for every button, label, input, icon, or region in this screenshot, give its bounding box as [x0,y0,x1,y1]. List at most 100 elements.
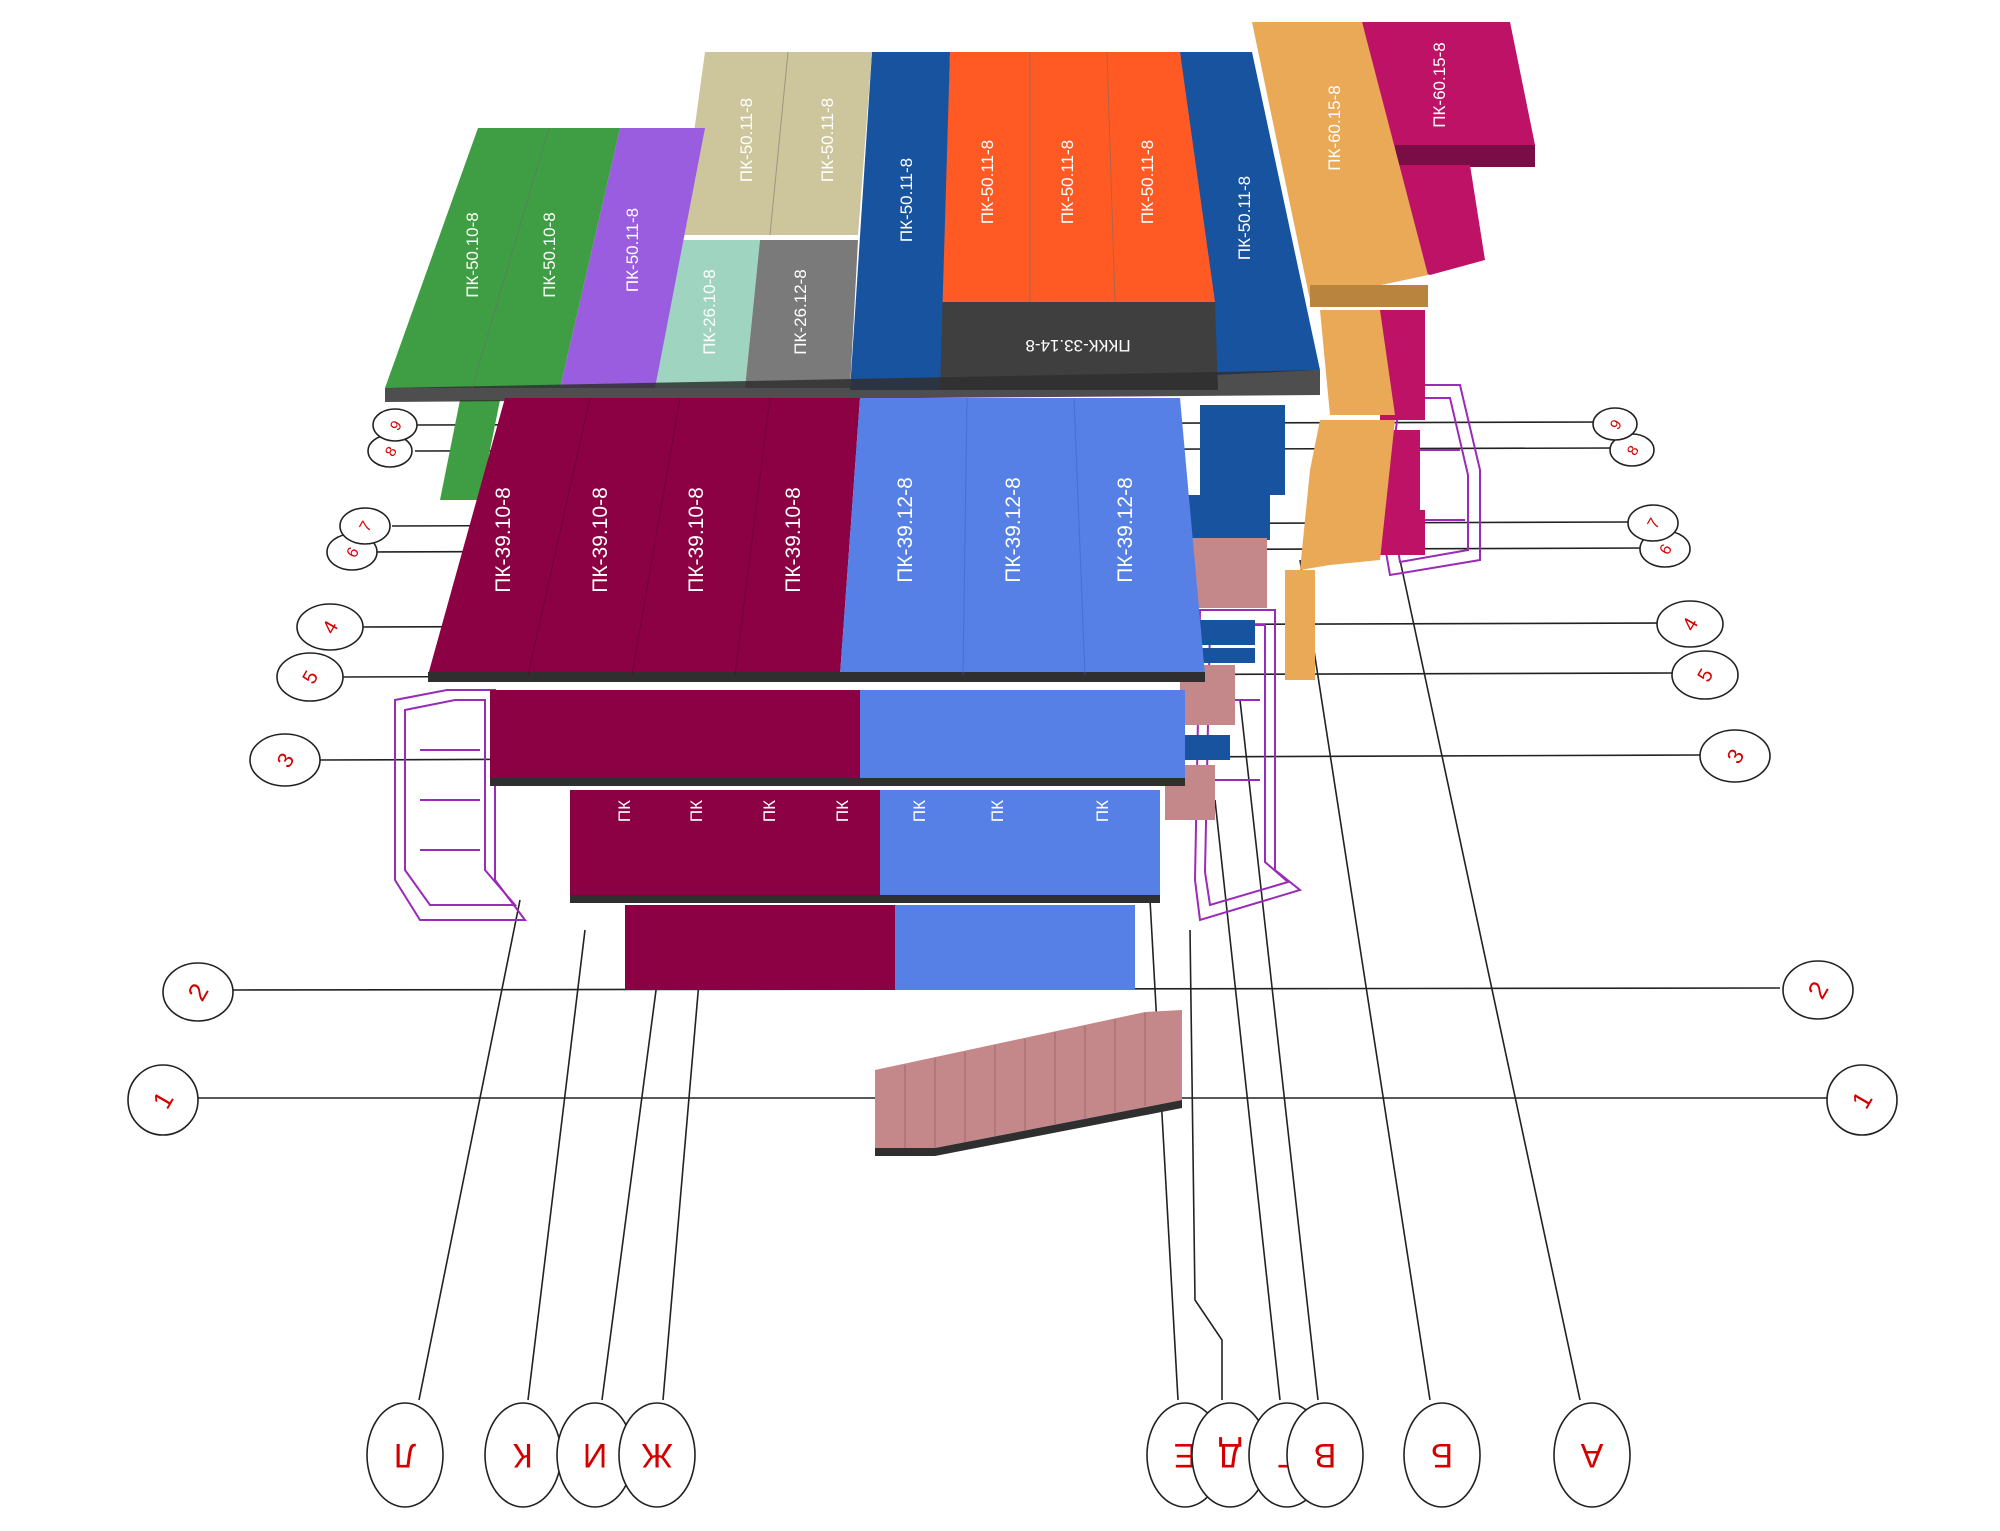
row-bubble-2-left: 2 [162,962,234,1022]
col-label-A: А [1580,1436,1603,1474]
col-axis-line-B [1299,559,1431,1401]
front-wine-slab [428,398,860,675]
level2-blue-slab [860,690,1185,782]
col-label-V: В [1314,1436,1337,1474]
front-slab-level: ПК-39.10-8 ПК-39.10-8 ПК-39.10-8 ПК-39.1… [428,397,1205,682]
col-bubble-B: Б [1403,1402,1481,1508]
sand-slab-lowest [1285,570,1315,680]
col-label-L: Л [394,1436,416,1474]
green-slab-label-2: ПК-50.10-8 [540,212,559,297]
row-bubble-8-left: 8 [367,434,413,468]
orange-slab-label-2: ПК-50.11-8 [1058,140,1077,224]
front-slab-edge [428,672,1205,682]
mint-slab [655,240,760,388]
level3-stub-label-6: ПК [988,800,1007,822]
front-wine-label-2: ПК-39.10-8 [589,487,612,593]
gray-slab-label: ПК-26.12-8 [791,269,810,354]
front-blue-label-1: ПК-39.12-8 [894,477,917,583]
khaki-slab-label-1: ПК-50.11-8 [737,98,756,182]
front-wine-label-3: ПК-39.10-8 [685,487,708,593]
navy-small-slab-1 [1200,405,1285,495]
stair-chunk-1 [1192,538,1267,608]
magenta-slab-label: ПК-60.15-8 [1430,42,1449,127]
top-slab-edge [385,370,1320,402]
col-bubble-V: В [1286,1402,1364,1508]
orange-slab [940,52,1215,302]
col-bubble-K: К [484,1402,562,1508]
level3-slab-edge [570,895,1160,903]
dark-slab-label: ПККК-33.14-8 [1025,336,1130,355]
level3-stub-label-2: ПК [687,800,706,822]
col-bubble-L: Л [366,1402,444,1508]
row-bubble-9-right: 9 [1592,407,1638,441]
navy-right-slab-label: ПК-50.11-8 [1235,176,1254,260]
green-slab-label-1: ПК-50.10-8 [463,212,482,297]
level3-stub-label-4: ПК [833,800,852,822]
front-wine-label-1: ПК-39.10-8 [492,487,515,593]
row-bubble-3-left: 3 [249,733,321,787]
navy-right-slab [1180,52,1320,375]
row-bubble-3-right: 3 [1699,729,1771,783]
navy-left-slab-label: ПК-50.11-8 [897,158,916,242]
lowest-wine-slab [625,905,895,990]
top-slab-level: ПК-50.10-8 ПК-50.10-8 ПК-50.11-8 ПК-50.1… [385,22,1535,500]
level3-wine-slab [570,790,880,900]
dark-slab [940,302,1218,390]
row-bubble-4-right: 4 [1656,600,1724,648]
col-axis-line-V [1239,699,1319,1401]
sand-slab [1252,22,1428,300]
green-slab [385,128,620,388]
row-bubble-5-right: 5 [1671,650,1739,700]
col-axis-line-I [601,959,661,1401]
staircase-flight [875,1010,1182,1148]
level3-stub-label-5: ПК [910,800,929,822]
magenta-slab [1362,22,1535,160]
sand-slab-edge [1310,285,1428,307]
col-label-B: Б [1431,1436,1453,1474]
khaki-slab-label-2: ПК-50.11-8 [818,98,837,182]
gray-slab [745,240,858,388]
col-label-Zh: Ж [641,1436,672,1474]
sand-slab-mid [1320,310,1395,415]
navy-left-slab [850,52,950,390]
row-bubble-7-left: 7 [339,507,391,545]
col-axis-line-L [418,899,521,1401]
level2-wine-slab [490,690,860,782]
orange-slab-label-1: ПК-50.11-8 [978,140,997,224]
level3-stub-label-3: ПК [760,800,779,822]
col-axis-line-A [1399,559,1581,1401]
navy-small-slab-2 [1185,495,1270,540]
magenta-slab-edge [1395,145,1535,167]
col-axis-line-E [1149,899,1179,1401]
col-bubble-D: Д [1191,1402,1269,1508]
level3-stub-label-7: ПК [1093,800,1112,822]
navy-small-slab-4 [1185,735,1230,760]
row-bubble-1-right: 1 [1826,1064,1898,1136]
col-axis-line-G [1214,799,1281,1401]
col-bubble-I: И [556,1402,634,1508]
col-bubble-Zh: Ж [618,1402,696,1508]
orange-slab-label-3: ПК-50.11-8 [1138,140,1157,224]
lowest-blue-slab [895,905,1135,990]
mint-slab-label: ПК-26.10-8 [700,269,719,354]
sand-slab-lower [1300,420,1395,570]
level3-blue-slab [880,790,1160,900]
level3-stub-label-1: ПК [615,800,634,822]
front-wine-label-4: ПК-39.10-8 [782,487,805,593]
col-label-K: К [513,1436,533,1474]
col-label-E: Е [1174,1436,1197,1474]
column-axis-bubbles: Л К И Ж Е Д Г В [366,1402,1631,1508]
level2-slab-edge [490,778,1185,786]
col-axis-line-D [1189,929,1223,1400]
row-bubble-5-left: 5 [276,652,344,702]
row-axis-bubbles: 1 2 3 4 5 6 7 8 [127,407,1898,1136]
lower-slab-stack: ПК ПК ПК ПК ПК ПК ПК [490,690,1185,990]
col-axis-line-K [527,929,586,1401]
staircase-base [875,1100,1182,1156]
row-bubble-7-right: 7 [1627,504,1679,542]
row-bubble-4-left: 4 [296,603,364,651]
col-label-I: И [583,1436,607,1474]
col-label-D: Д [1218,1436,1241,1474]
purple-slab [560,128,705,388]
